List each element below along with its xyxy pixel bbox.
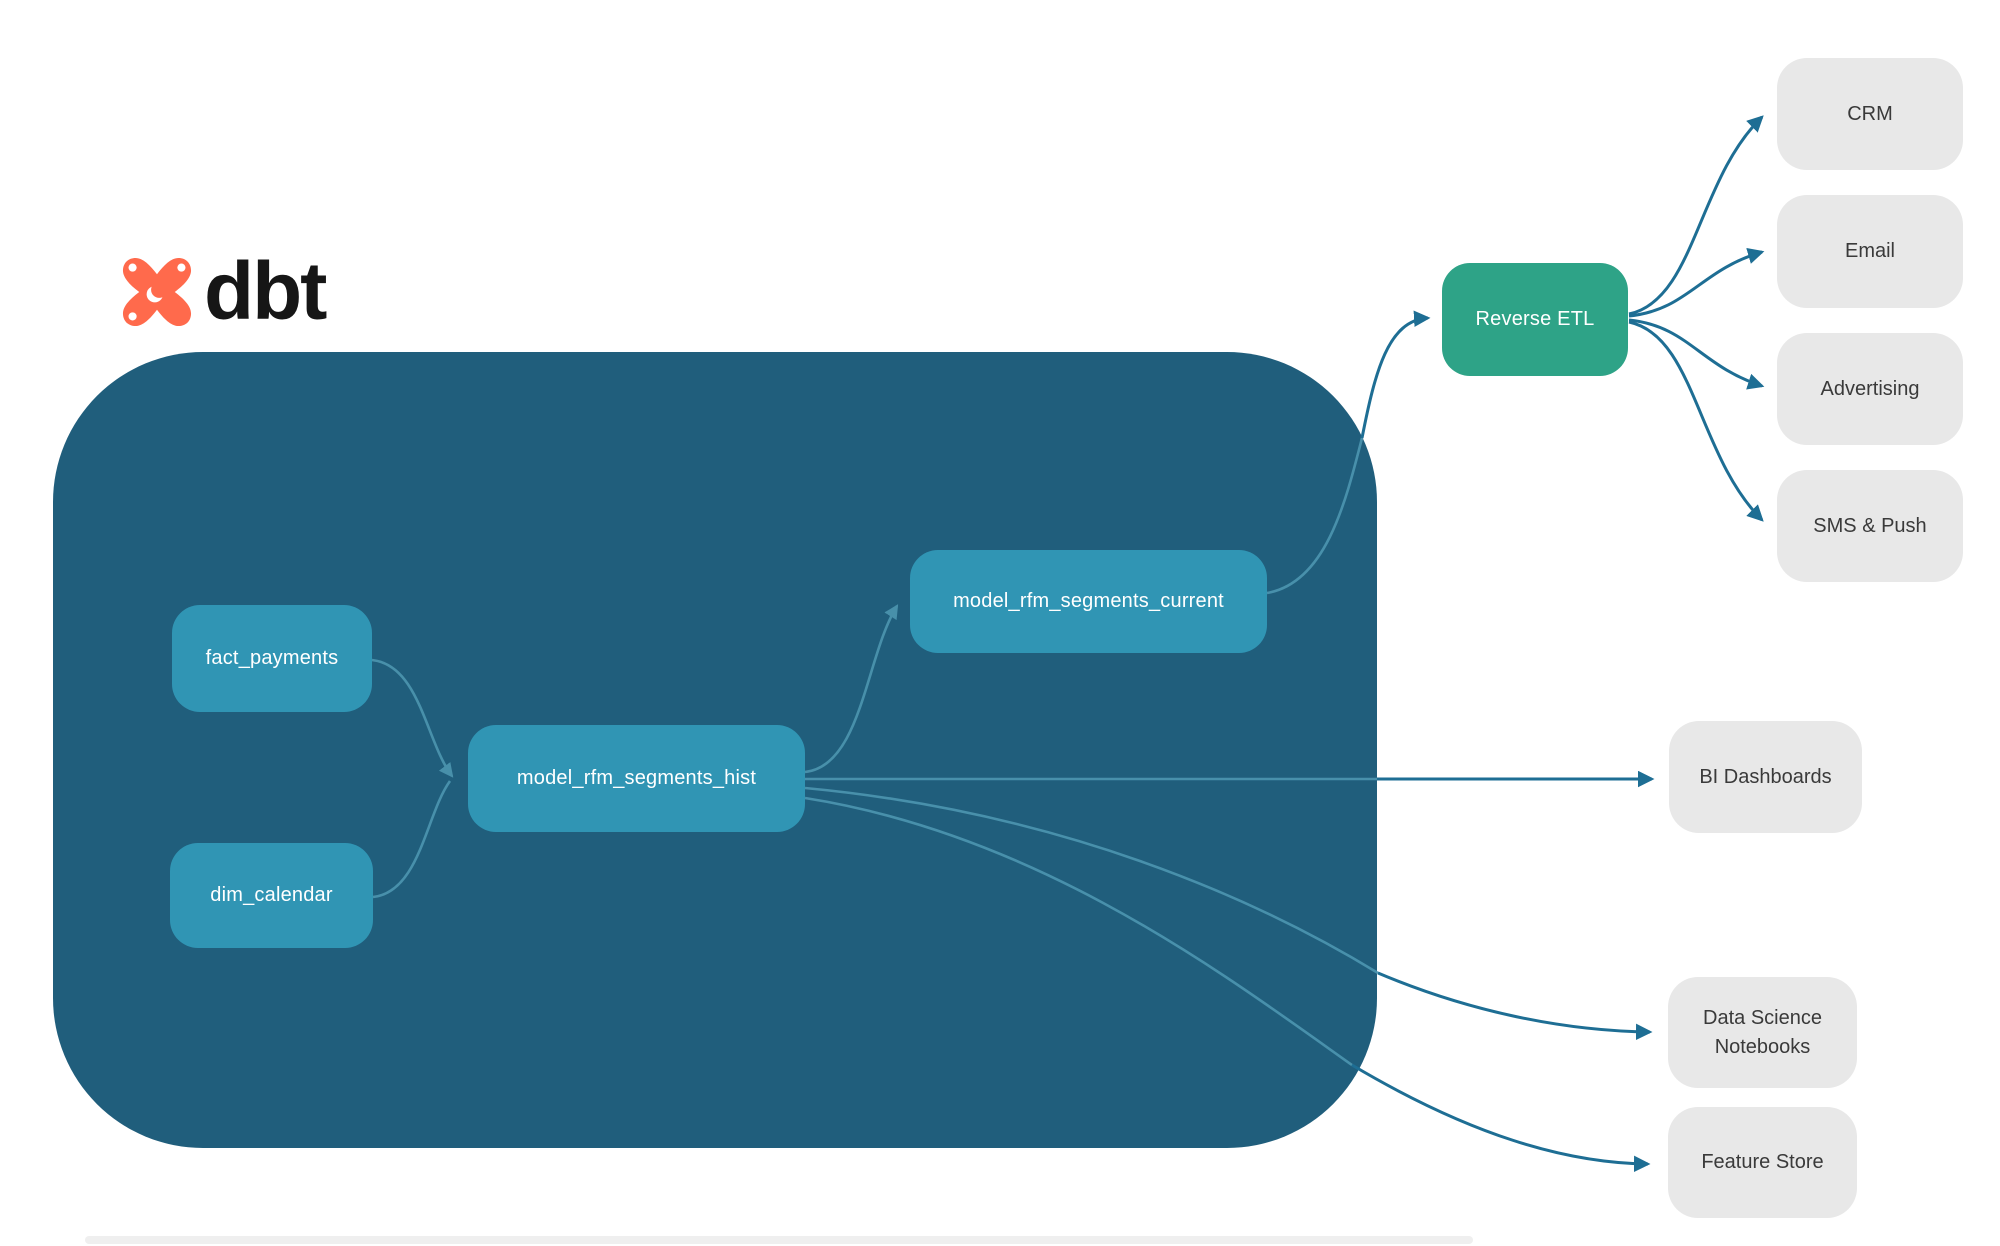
edge-fact-payments-to-model-hist [371,658,454,778]
edge-model-hist-to-model-current [804,604,899,774]
dbt-logo: dbt [120,246,327,337]
edge-reverse-etl-to-email [1628,247,1765,318]
node-model-rfm-segments-current: model_rfm_segments_current [910,550,1267,653]
edge-model-hist-to-boundary-ds [804,786,1379,975]
node-fact-payments: fact_payments [172,605,372,712]
edge-dim-calendar-to-model-hist [372,780,452,899]
dest-sms-push: SMS & Push [1777,470,1963,582]
node-reverse-etl-label: Reverse ETL [1475,308,1595,330]
dbt-star-icon [122,257,192,327]
dest-data-science-notebooks-label: Data Science Notebooks [1703,1006,1822,1058]
edge-to-data-science [1377,971,1653,1041]
edge-model-hist-to-boundary-fs [804,796,1353,1067]
edge-reverse-etl-to-crm [1628,115,1764,316]
dest-email: Email [1777,195,1963,308]
edge-model-current-to-boundary [1266,437,1364,595]
edge-reverse-etl-to-sms-push [1628,320,1764,522]
node-reverse-etl: Reverse ETL [1442,263,1628,376]
node-model-rfm-segments-hist-label: model_rfm_segments_hist [516,767,757,789]
dest-sms-push-label: SMS & Push [1813,514,1927,537]
edge-reverse-etl-to-advertising [1628,318,1765,390]
dbt-wordmark: dbt [204,246,327,337]
node-dim-calendar: dim_calendar [170,843,373,948]
dest-advertising: Advertising [1777,333,1963,445]
node-dim-calendar-label: dim_calendar [210,884,333,906]
dest-feature-store-label: Feature Store [1701,1151,1824,1173]
dest-bi-dashboards: BI Dashboards [1669,721,1862,833]
dest-bi-dashboards-label: BI Dashboards [1699,765,1832,788]
dest-advertising-label: Advertising [1820,377,1920,400]
dest-data-science-notebooks: Data Science Notebooks [1668,977,1857,1088]
node-fact-payments-label: fact_payments [205,647,339,669]
bottom-divider [85,1236,1473,1244]
node-model-rfm-segments-hist: model_rfm_segments_hist [468,725,805,832]
edge-to-reverse-etl [1360,310,1431,439]
dest-email-label: Email [1844,240,1895,262]
dest-feature-store: Feature Store [1668,1107,1857,1218]
dest-crm-label: CRM [1847,102,1893,125]
edge-to-feature-store [1351,1063,1651,1173]
node-model-rfm-segments-current-label: model_rfm_segments_current [953,590,1224,612]
dest-crm: CRM [1777,58,1963,170]
